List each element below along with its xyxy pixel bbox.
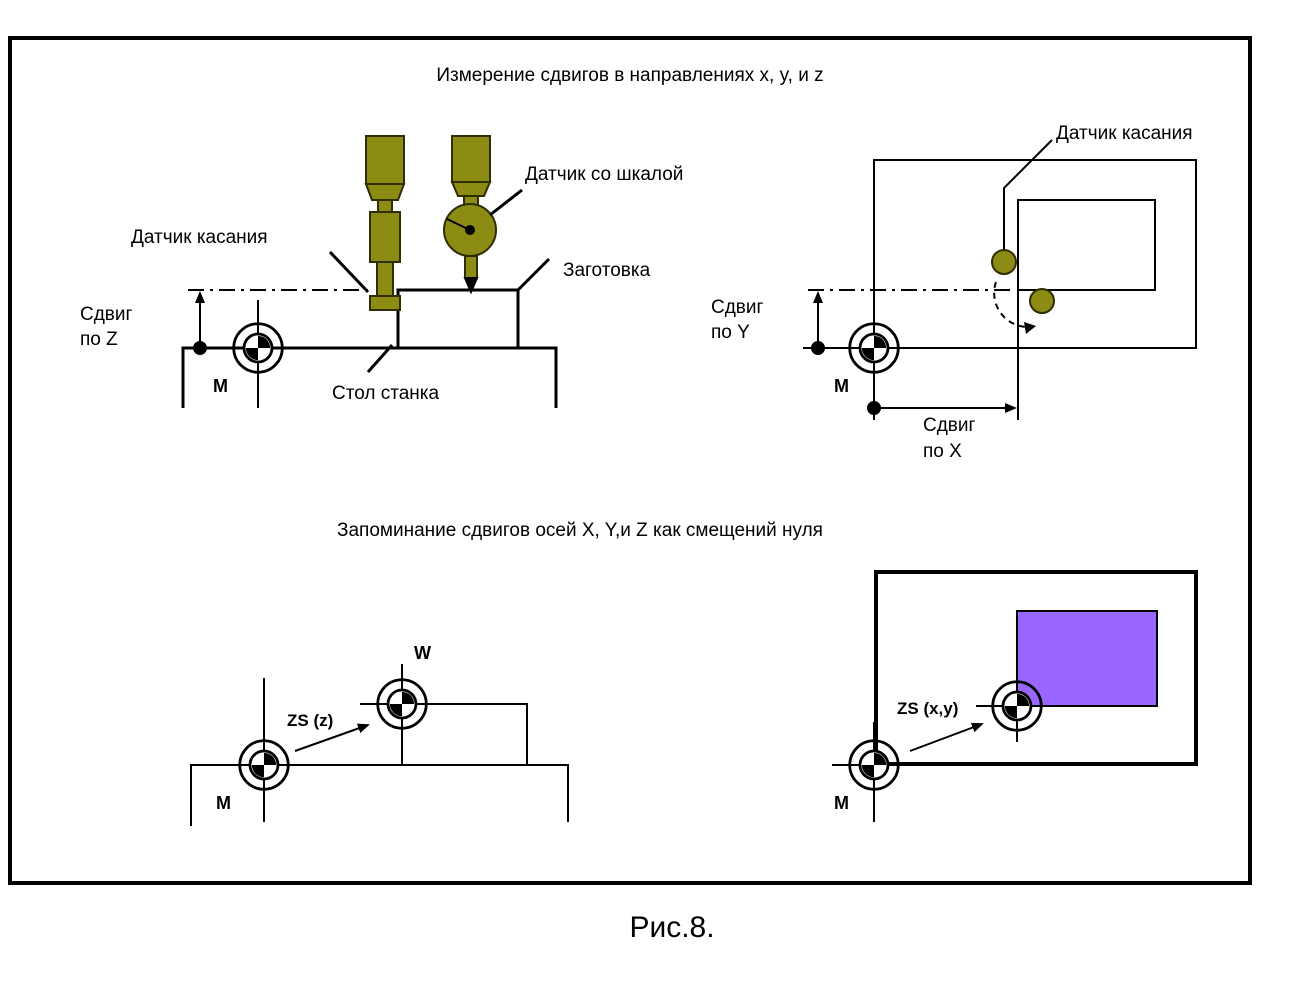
shift-y-label-line2: по Y	[711, 322, 750, 343]
shift-x-label-line2: по X	[923, 441, 962, 462]
touch-probe-icon	[364, 135, 406, 311]
touch-probe-icon	[991, 249, 1017, 275]
dial-probe-label: Датчик со шкалой	[525, 164, 683, 185]
machine-zero-label: M	[834, 793, 849, 813]
workpiece-zero-label: W	[414, 643, 431, 663]
top-left-z-measurement	[181, 135, 558, 408]
touch-probe-icon	[1029, 288, 1055, 314]
figure-frame	[8, 36, 1252, 885]
top-section-title: Измерение сдвигов в направлениях x, y, и…	[436, 65, 823, 86]
touch-probe-label: Датчик касания	[131, 227, 268, 248]
shift-z-label-line2: по Z	[80, 329, 118, 350]
bottom-section-title: Запоминание сдвигов осей X, Y,и Z как см…	[337, 520, 823, 541]
machine-zero-label: M	[216, 793, 231, 813]
workpiece-rectangle	[1016, 610, 1158, 707]
machine-zero-label: M	[834, 376, 849, 396]
figure-caption: Рис.8.	[629, 911, 714, 944]
bottom-left-z-offset	[190, 664, 569, 826]
workpiece-label: Заготовка	[563, 260, 651, 281]
machine-table-label: Стол станка	[332, 383, 440, 404]
shift-x-label-line1: Сдвиг	[923, 415, 976, 436]
shift-z-label-line1: Сдвиг	[80, 304, 133, 325]
bottom-right-xy-offset	[832, 570, 1198, 822]
shift-y-label-line1: Сдвиг	[711, 297, 764, 318]
zero-shift-z-label: ZS (z)	[287, 711, 333, 730]
touch-probe-right-label: Датчик касания	[1056, 123, 1193, 144]
top-right-xy-measurement	[803, 139, 1197, 420]
zero-shift-xy-label: ZS (x,y)	[897, 699, 958, 718]
machine-zero-label: M	[213, 376, 228, 396]
